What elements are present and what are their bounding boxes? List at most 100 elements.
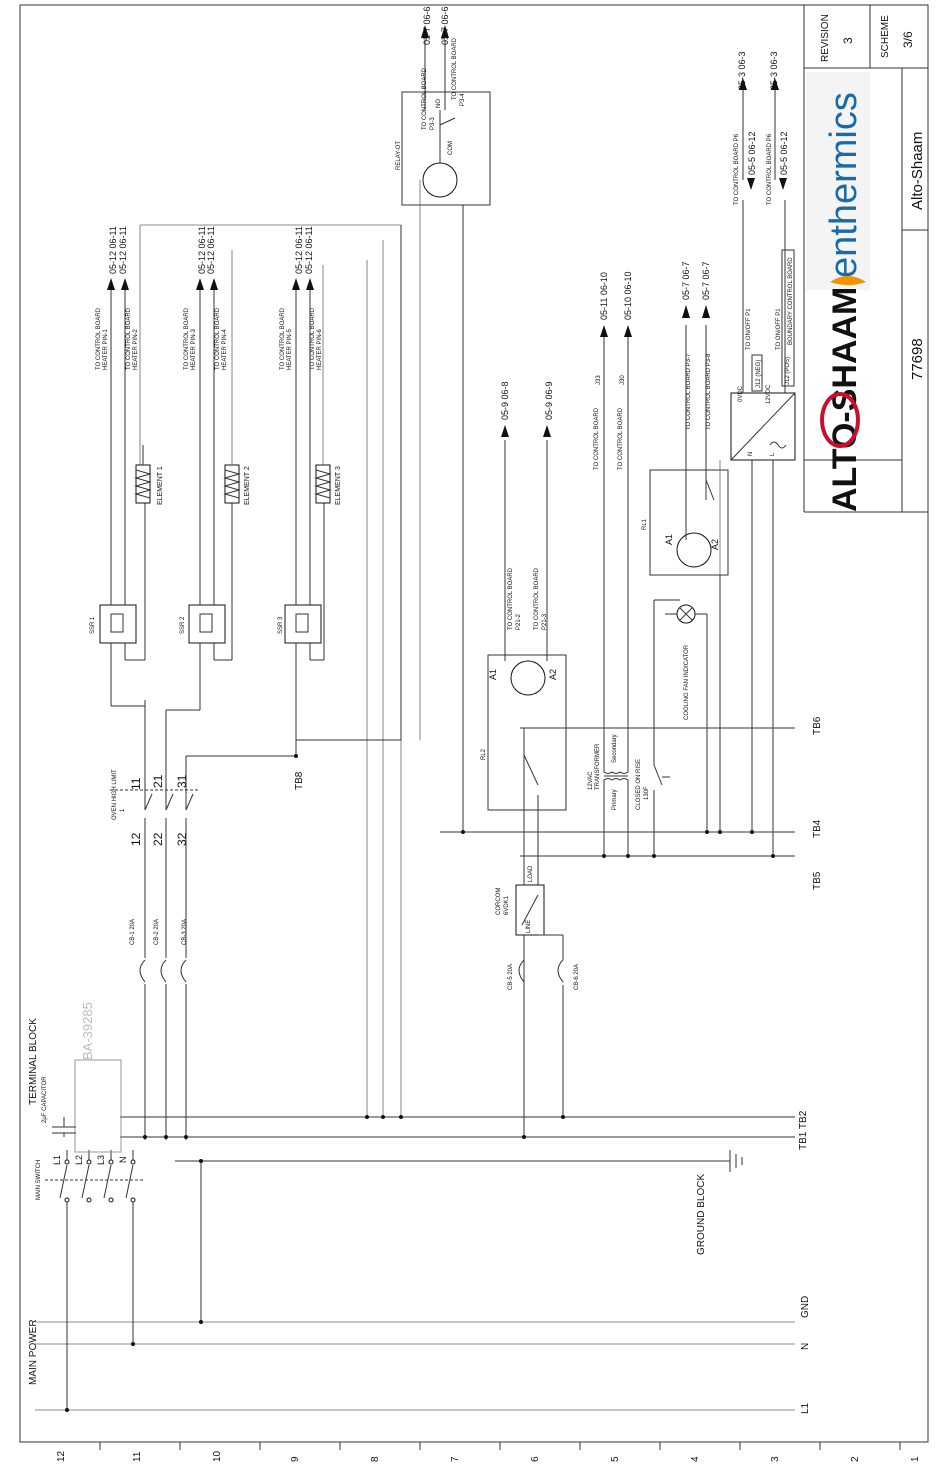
tb4-label: TB4 (812, 819, 823, 838)
rl1-ref-a: 05-7 06-7 (681, 261, 691, 300)
corcom-model: 6VDK1 (504, 895, 510, 915)
scheme-label: SCHEME (880, 15, 891, 58)
relay-ot (401, 25, 491, 832)
rl2-pin-a: P21-2 (516, 613, 522, 630)
relay-ot-pin-a: P3-3 (430, 117, 436, 130)
relay-ot-label: RELAY-OT (396, 141, 402, 170)
pole-l1: L1 (52, 1155, 62, 1165)
heater-signal-lines (107, 278, 314, 585)
transformer-label: 12VAC (588, 771, 594, 790)
transformer-secondary: Secondary (612, 734, 618, 763)
cb-board-to-a: TO CONTROL BOARD (594, 407, 600, 470)
ruler-2: 2 (850, 1456, 861, 1462)
brand-alto-shaam: ALTO-SHAAM (826, 287, 864, 512)
rl2-to-b: TO CONTROL BOARD (534, 567, 540, 630)
psu-to-p6-b: TO CONTROL BOARD P6 (767, 133, 773, 205)
ruler-4: 4 (690, 1456, 701, 1462)
corcom-filter (515, 856, 564, 983)
psu-out-pos: 12VDC (766, 384, 772, 404)
terminal-block-label: TERMINAL BLOCK (28, 1018, 39, 1105)
rl1-a2: A2 (710, 539, 720, 550)
cb1-label: CB-1 20A (130, 919, 136, 945)
rl1-label: RL1 (642, 518, 648, 530)
element3-label: ELEMENT 3 (335, 466, 342, 505)
ground-block-label: GROUND BLOCK (696, 1174, 707, 1255)
vertical-feeds (66, 1150, 202, 1410)
rl2-ref-a: 05-9 06-8 (500, 381, 510, 420)
relay-ot-no: NO (436, 99, 442, 108)
psu-onoff-a: TO ON/OFF P1 (746, 308, 752, 350)
logo-background (806, 72, 870, 290)
thermostat-label: CLOSED ON RISE (636, 759, 642, 810)
ruler-10: 10 (212, 1450, 223, 1462)
ssr3-label: SSR 3 (278, 616, 284, 634)
cb2-label: CB-2 20A (154, 919, 160, 945)
psu-ref-a2: 05-5 06-12 (747, 131, 757, 175)
cb-board-to-b: TO CONTROL BOARD (618, 407, 624, 470)
ssr1 (99, 490, 146, 661)
capacitor-part-box (74, 1059, 122, 1153)
contact-21: 21 (151, 774, 165, 788)
psu-ref-b1: 05-3 06-3 (769, 51, 779, 90)
heater4-to: TO CONTROL BOARD (215, 307, 221, 370)
revision-value: 3 (841, 37, 855, 44)
capacitor-symbol-icon (52, 1117, 76, 1137)
ground-symbol-icon (729, 1150, 743, 1172)
pole-l2: L2 (74, 1155, 84, 1165)
page-frame (19, 4, 929, 1443)
contact-12: 12 (129, 832, 143, 846)
psu-ref-a1: 05-3 06-3 (737, 51, 747, 90)
pole-n: N (118, 1157, 128, 1164)
rl2-label: RL2 (481, 748, 487, 760)
bottom-ruler: 12 11 10 9 8 7 6 5 4 3 2 1 (20, 1441, 928, 1462)
transformer-12vac (600, 325, 632, 856)
thermostat-value: 130F (644, 786, 650, 800)
relay-ot-ref-a: 05-7 06-6 (422, 6, 432, 45)
cb-board-ref-b: 05-10 06-10 (623, 271, 633, 320)
ssr3 (284, 490, 325, 661)
heater2-pin: HEATER PIN-2 (133, 328, 139, 370)
cb-board-wire-b: J30 (620, 375, 626, 385)
rl2-a1: A1 (488, 669, 498, 680)
rl2-a2: A2 (548, 669, 558, 680)
capacitor-part-label: BA-39285 (80, 1002, 95, 1060)
ssr2 (188, 490, 233, 661)
cb6-label: CB-6 20A (574, 964, 580, 990)
ruler-12: 12 (56, 1450, 67, 1462)
heater6-pin: HEATER PIN-6 (317, 328, 323, 370)
tb1-tb2-label: TB1 TB2 (798, 1110, 809, 1150)
contact-22: 22 (151, 832, 165, 846)
heater3-to: TO CONTROL BOARD (184, 307, 190, 370)
drawing-number: 77698 (909, 338, 926, 380)
transformer-label2: TRANSFORMER (595, 743, 601, 790)
bus-n-label: N (800, 1343, 811, 1350)
cb-board-wire-a: J33 (596, 375, 602, 385)
element1-label: ELEMENT 1 (157, 466, 164, 505)
cb5-label: CB-5 20A (508, 964, 514, 990)
power-supply (730, 78, 796, 856)
contact-31: 31 (175, 774, 189, 788)
bus-lines (35, 727, 795, 1411)
psu-onoff-b: TO ON/OFF P1 (776, 308, 782, 350)
main-switch (45, 1159, 145, 1203)
element2-label: ELEMENT 2 (244, 466, 251, 505)
heater2-ref: 05-12 06-11 (118, 226, 128, 274)
relay-rl1 (649, 305, 729, 832)
scheme-value: 3/6 (901, 31, 915, 48)
fan-indicator-label: COOLING FAN INDICATOR (684, 644, 690, 720)
tb6-label: TB6 (812, 716, 823, 735)
psu-in-l: L (770, 452, 776, 456)
psu-j12-neg: J12 (NEG) (756, 360, 762, 388)
heater4-ref: 05-12 06-11 (206, 226, 216, 274)
company-name: Alto-Shaam (909, 132, 926, 210)
corcom-load: LOAD (528, 865, 534, 882)
tb8-label: TB8 (294, 771, 305, 790)
ruler-6: 6 (530, 1456, 541, 1462)
rl1-ref-b: 05-7 06-7 (701, 261, 711, 300)
bus-gnd-label: GND (800, 1296, 811, 1318)
ssr-wiring (110, 224, 402, 757)
rl2-to-a: TO CONTROL BOARD (508, 567, 514, 630)
relay-ot-to-a: TO CONTROL BOARD (422, 67, 428, 130)
rl1-a1: A1 (664, 534, 674, 545)
ruler-7: 7 (450, 1456, 461, 1462)
